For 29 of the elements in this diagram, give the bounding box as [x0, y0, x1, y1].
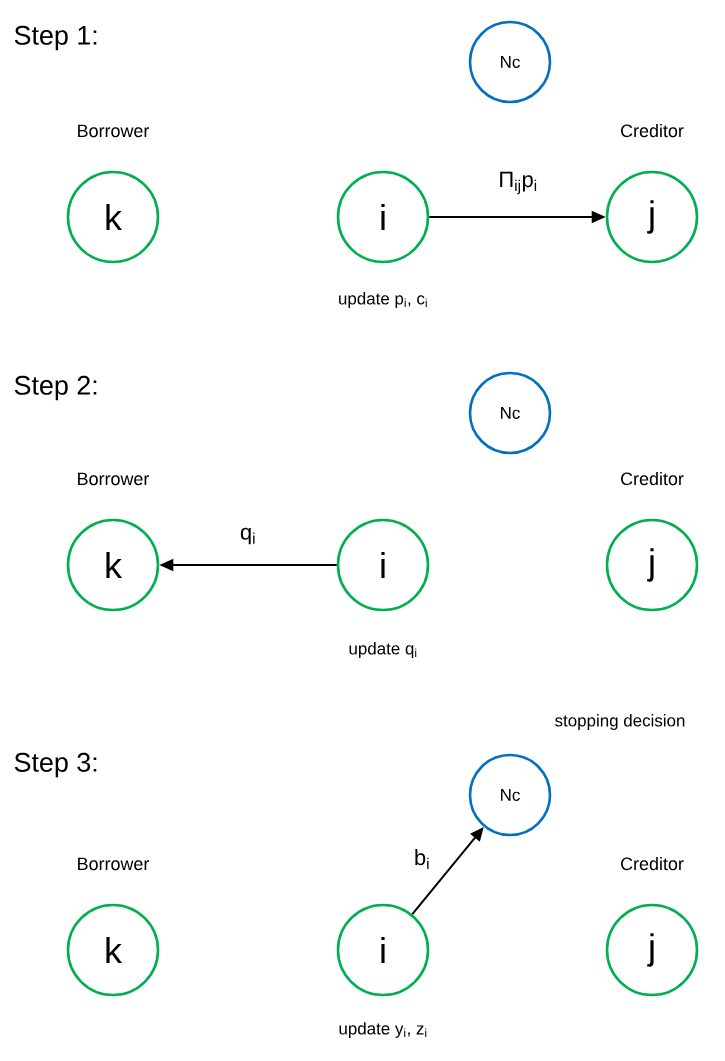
node-heading: Borrower — [78, 124, 150, 138]
circle-node: i — [336, 518, 430, 612]
node-heading: Creditor — [621, 124, 684, 138]
node-heading: Borrower — [78, 857, 150, 871]
step-heading: Step 2: — [14, 375, 97, 401]
node-heading: Creditor — [621, 472, 684, 486]
node-caption: update y$_{i}$, z$_{i}$ — [339, 1022, 427, 1038]
circle-node: j — [605, 170, 699, 264]
edge-label: q$_{i}$ — [240, 527, 255, 545]
circle-node: k — [66, 903, 160, 997]
node-caption: update q$_{i}$ — [349, 642, 417, 658]
circle-node: Nc — [468, 753, 552, 837]
step-heading: Step 3: — [14, 752, 97, 778]
circle-node: j — [605, 518, 699, 612]
circle-node: Nc — [468, 20, 552, 104]
step-heading: Step 1: — [14, 25, 97, 51]
circle-node: j — [605, 903, 699, 997]
edge-label: Π$_{ij}$p$_{i}$ — [500, 171, 537, 195]
edge-label: b$_{i}$ — [415, 849, 429, 869]
node-heading: Borrower — [78, 472, 150, 486]
circle-node: k — [66, 518, 160, 612]
circle-node: i — [336, 170, 430, 264]
arrow — [411, 827, 484, 916]
node-heading: Creditor — [621, 857, 684, 871]
circle-node: i — [336, 903, 430, 997]
node-caption: update p$_{i}$, c$_{i}$ — [339, 292, 427, 308]
node-caption: stopping decision — [555, 714, 685, 730]
circle-node: k — [66, 170, 160, 264]
circle-node: Nc — [468, 371, 552, 455]
